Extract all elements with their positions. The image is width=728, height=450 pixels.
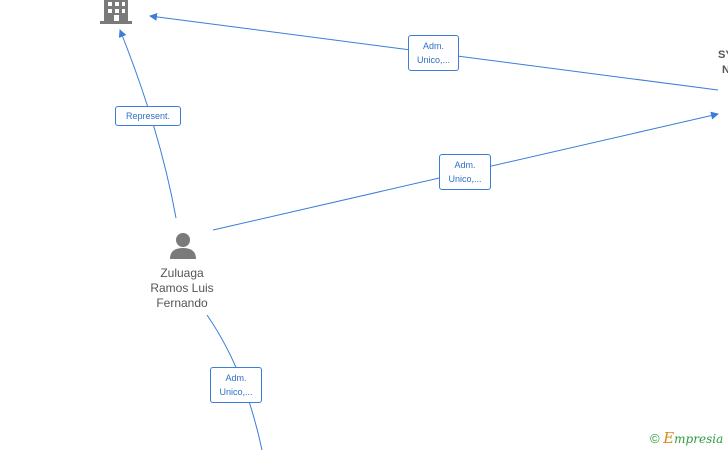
- person-name-line: Fernando: [156, 296, 208, 310]
- building-icon[interactable]: [100, 0, 132, 24]
- edge-label-line: Unico,...: [416, 55, 450, 65]
- edge-person-to-top-company[interactable]: [118, 29, 177, 219]
- person-name[interactable]: Zuluaga Ramos Luis Fernando: [127, 266, 237, 311]
- edge-label-line: Adm.: [422, 41, 444, 51]
- brand-initial: E: [663, 429, 675, 447]
- person-name-line: Ramos Luis: [150, 281, 214, 295]
- edge-label-line: Unico,...: [448, 174, 482, 184]
- person-name-line: Zuluaga: [160, 266, 204, 280]
- edge-label-line: Adm.: [225, 373, 247, 383]
- right-company-label[interactable]: SY N: [718, 48, 728, 78]
- edge-label-adm-unico[interactable]: Adm. Unico,...: [439, 154, 491, 190]
- right-company-label-line: SY: [718, 49, 728, 61]
- edge-label-line: Represent.: [125, 111, 171, 121]
- edge-label-line: Unico,...: [219, 387, 253, 397]
- brand-name: mpresia: [674, 432, 724, 446]
- edge-label-adm-unico[interactable]: Adm. Unico,...: [408, 35, 459, 71]
- edge-label-represent[interactable]: Represent.: [115, 106, 181, 126]
- copyright-symbol: ©: [650, 431, 660, 446]
- edge-label-adm-unico[interactable]: Adm. Unico,...: [210, 367, 262, 403]
- person-icon[interactable]: [170, 233, 196, 259]
- edge-label-line: Adm.: [454, 160, 476, 170]
- empresia-watermark: © Empresia: [650, 430, 723, 447]
- right-company-label-line: N: [722, 64, 728, 76]
